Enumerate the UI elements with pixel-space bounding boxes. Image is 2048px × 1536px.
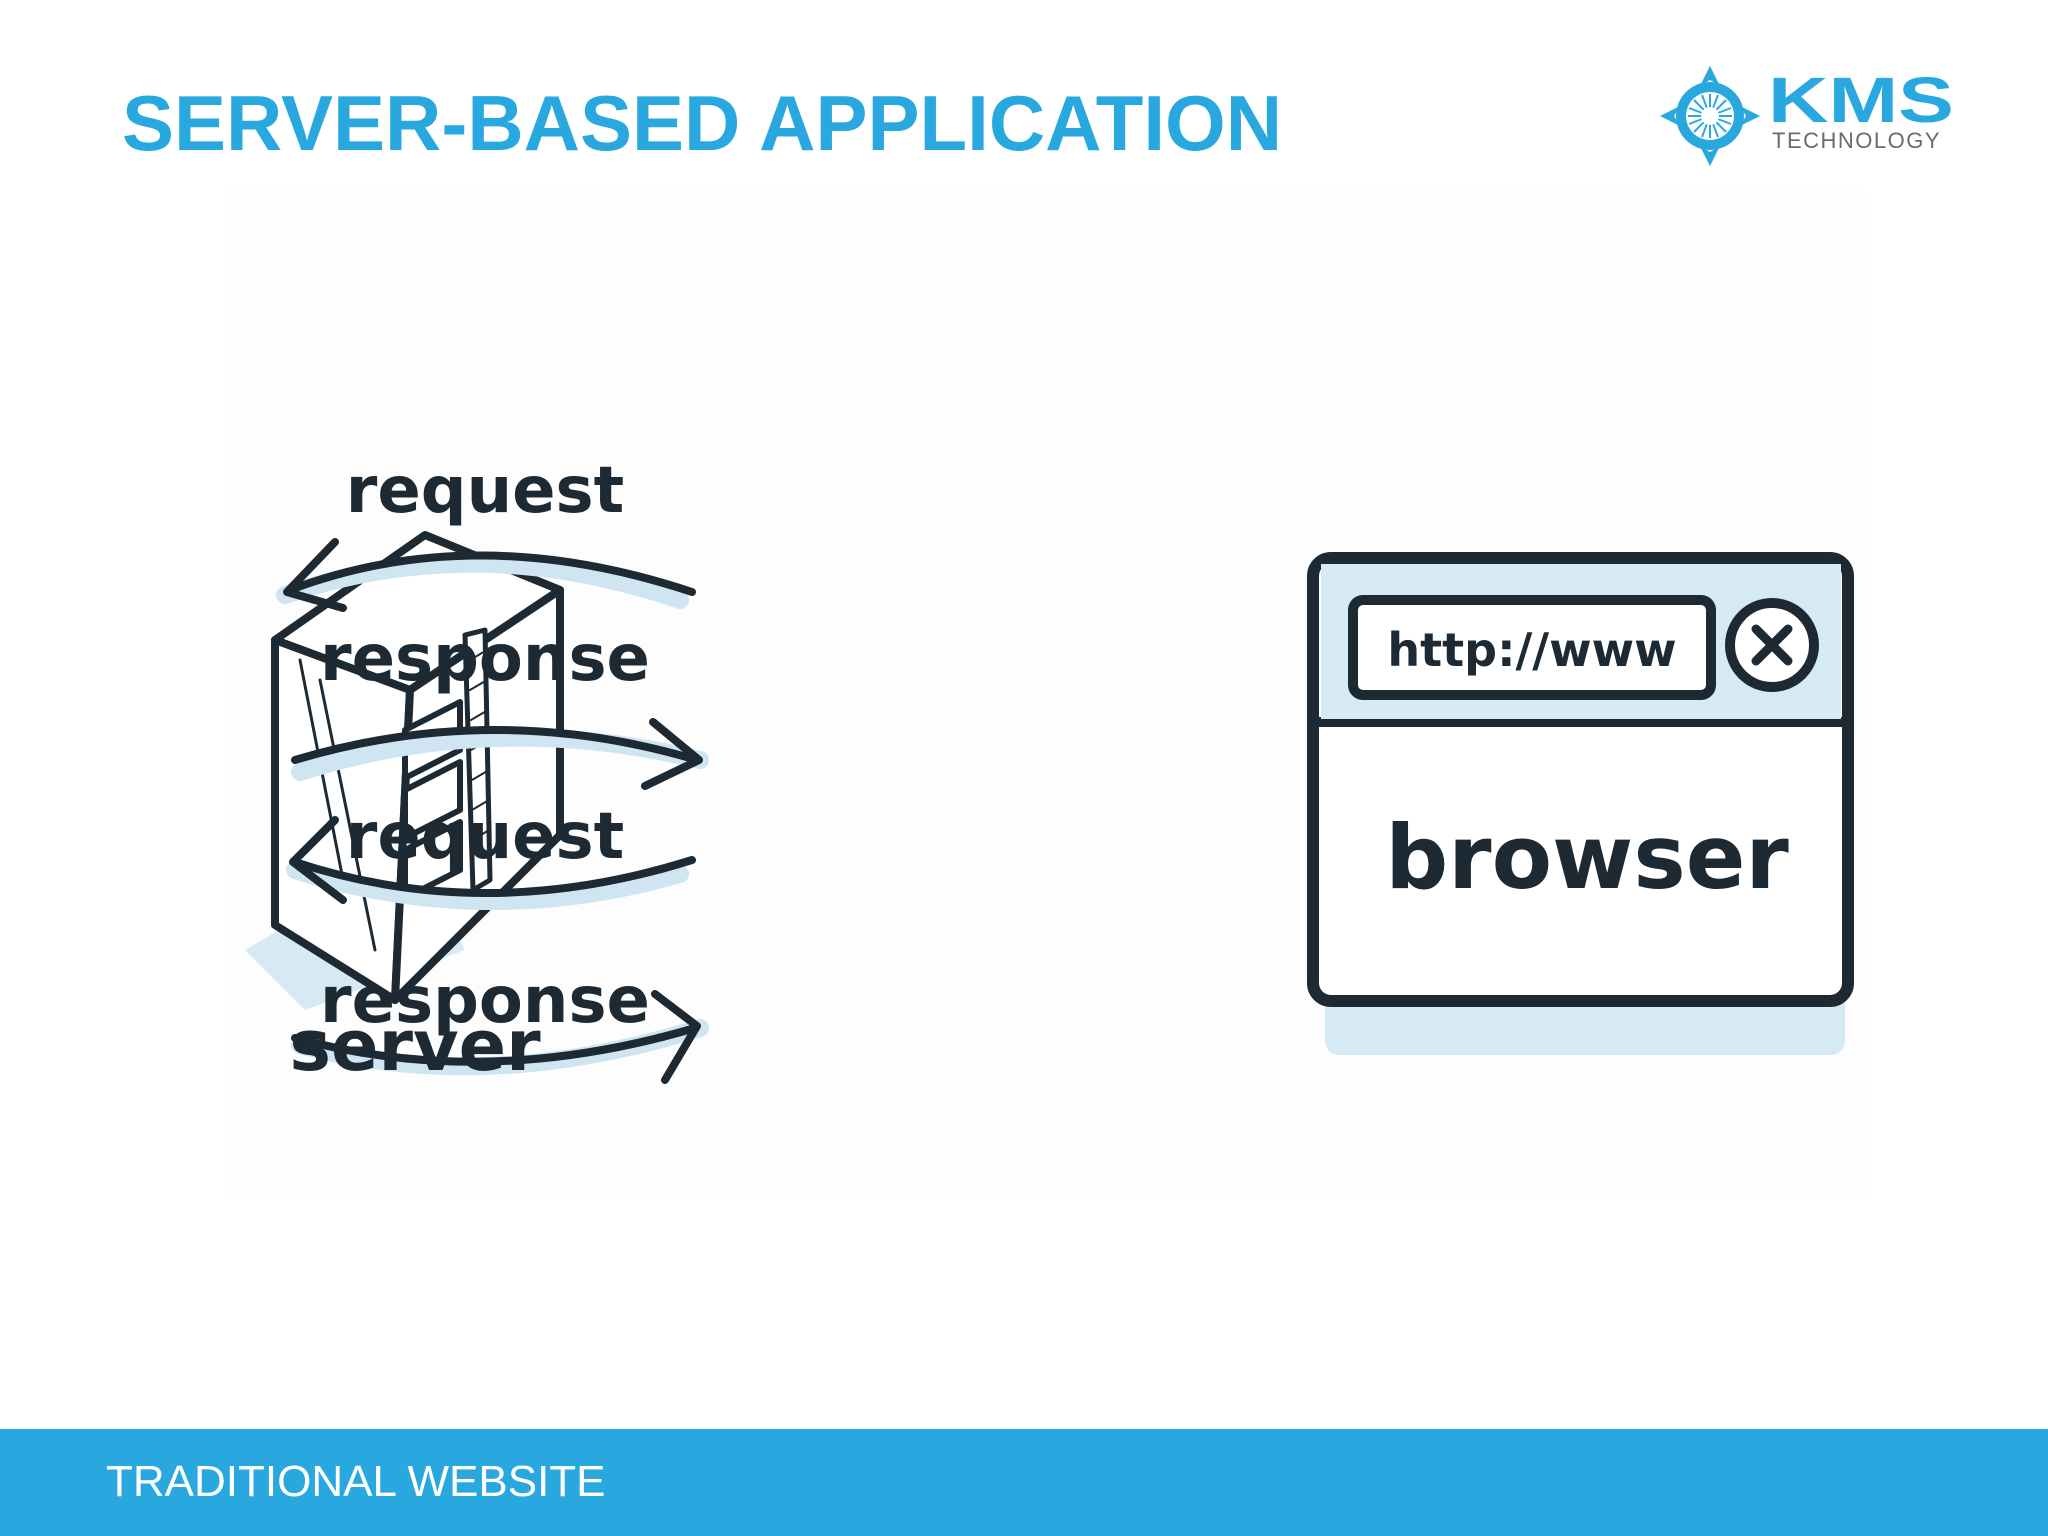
request-arrow-2 <box>289 816 696 904</box>
logo-subtitle: TECHNOLOGY <box>1772 128 1942 153</box>
logo-wordmark: KMS <box>1768 70 1954 130</box>
client-server-diagram: request response request response server… <box>225 190 1865 1200</box>
request-label-1: request <box>346 454 624 528</box>
server-label: server <box>289 1005 541 1087</box>
response-label-1: response <box>320 622 650 696</box>
response-label-2: response <box>320 964 650 1038</box>
request-arrow-1 <box>283 538 696 612</box>
logo-name: KMS <box>1768 70 1954 130</box>
slide-title: SERVER-BASED APPLICATION <box>122 79 1283 167</box>
sun-logo-icon <box>1660 66 1760 166</box>
server-icon <box>245 531 564 1010</box>
browser-window-icon <box>1307 552 1854 1055</box>
request-label-2: request <box>346 800 624 874</box>
company-logo: KMS TECHNOLOGY <box>1660 66 1960 166</box>
browser-label: browser <box>1385 806 1789 909</box>
response-arrow-1 <box>291 718 703 790</box>
response-arrow-2 <box>291 990 701 1084</box>
footer-title: TRADITIONAL WEBSITE <box>106 1457 606 1506</box>
footer-bar: TRADITIONAL WEBSITE <box>0 1429 2048 1536</box>
close-icon <box>1725 598 1819 692</box>
address-bar-url: http://www <box>1387 623 1676 677</box>
